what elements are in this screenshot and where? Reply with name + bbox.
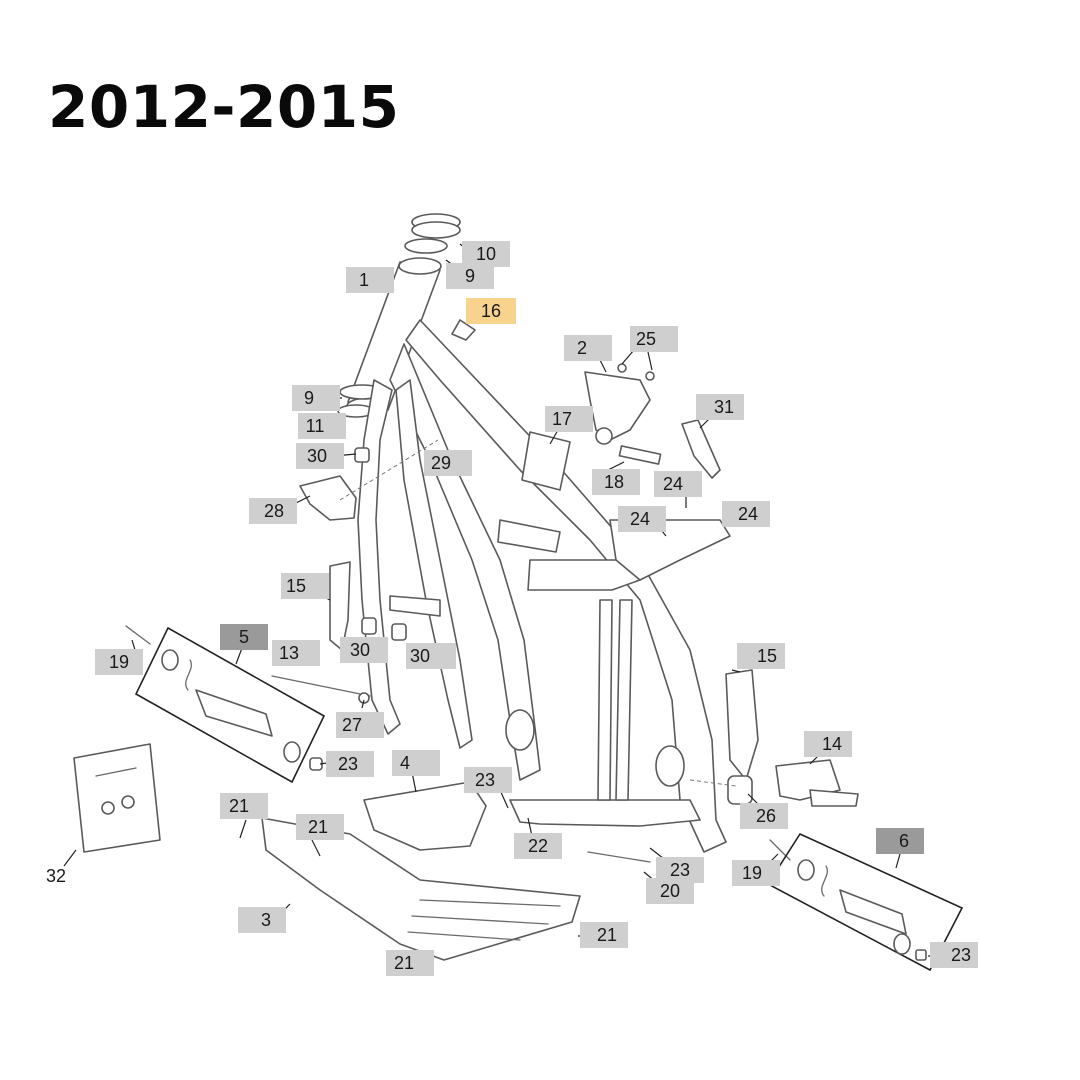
callout-25[interactable]: 25 bbox=[630, 326, 678, 352]
callout-21-c-text: 21 bbox=[597, 925, 617, 945]
callout-27[interactable]: 27 bbox=[336, 712, 384, 738]
callout-15-right-text: 15 bbox=[757, 646, 777, 666]
callout-9-top-text: 9 bbox=[465, 266, 475, 286]
footpeg-kit-left bbox=[134, 626, 326, 784]
callout-23-a-text: 23 bbox=[338, 754, 358, 774]
callout-20-text: 20 bbox=[660, 881, 680, 901]
callout-10-text: 10 bbox=[476, 244, 496, 264]
callout-23-b-text: 23 bbox=[475, 770, 495, 790]
callout-15-left-text: 15 bbox=[286, 576, 306, 596]
callout-31[interactable]: 31 bbox=[696, 394, 744, 420]
callout-26-text: 26 bbox=[756, 806, 776, 826]
callout-19-left[interactable]: 19 bbox=[95, 649, 143, 675]
callout-3-text: 3 bbox=[261, 910, 271, 930]
callout-21-b-text: 21 bbox=[308, 817, 328, 837]
callout-19-right-text: 19 bbox=[742, 863, 762, 883]
bearing-rings bbox=[337, 213, 461, 418]
callout-14-text: 14 bbox=[822, 734, 842, 754]
callout-1-text: 1 bbox=[359, 270, 369, 290]
callout-9-low[interactable]: 9 bbox=[292, 385, 340, 411]
small-hardware bbox=[125, 319, 927, 961]
callout-21-b[interactable]: 21 bbox=[296, 814, 344, 840]
callout-15-right[interactable]: 15 bbox=[737, 643, 785, 669]
callout-19-left-text: 19 bbox=[109, 652, 129, 672]
callout-24-c-text: 24 bbox=[738, 504, 758, 524]
callout-32[interactable]: 32 bbox=[46, 866, 66, 886]
callout-20[interactable]: 20 bbox=[646, 878, 694, 904]
callout-25-text: 25 bbox=[636, 329, 656, 349]
callout-6[interactable]: 6 bbox=[876, 828, 924, 854]
callout-17[interactable]: 17 bbox=[545, 406, 593, 432]
callout-30-mid-text: 30 bbox=[350, 640, 370, 660]
callout-23-c-text: 23 bbox=[670, 860, 690, 880]
callout-21-c[interactable]: 21 bbox=[580, 922, 628, 948]
callout-24-b[interactable]: 24 bbox=[618, 506, 666, 532]
callout-23-b[interactable]: 23 bbox=[464, 767, 512, 793]
callout-27-text: 27 bbox=[342, 715, 362, 735]
callout-5-text: 5 bbox=[239, 627, 249, 647]
callout-13-text: 13 bbox=[279, 643, 299, 663]
callout-4[interactable]: 4 bbox=[392, 750, 440, 776]
page-title: 2012-2015 bbox=[48, 73, 400, 141]
callout-9-top[interactable]: 9 bbox=[446, 263, 494, 289]
callout-18-text: 18 bbox=[604, 472, 624, 492]
callout-21-d-text: 21 bbox=[394, 953, 414, 973]
callout-23-d-text: 23 bbox=[951, 945, 971, 965]
callout-19-right[interactable]: 19 bbox=[732, 860, 780, 886]
callout-29[interactable]: 29 bbox=[424, 450, 472, 476]
callout-15-left[interactable]: 15 bbox=[281, 573, 329, 599]
callout-16-text: 16 bbox=[481, 301, 501, 321]
callout-30-top[interactable]: 30 bbox=[296, 443, 344, 469]
callout-21-d[interactable]: 21 bbox=[386, 950, 434, 976]
callout-4-text: 4 bbox=[400, 753, 410, 773]
callout-22[interactable]: 22 bbox=[514, 833, 562, 859]
callout-23-d[interactable]: 23 bbox=[930, 942, 978, 968]
callout-26[interactable]: 26 bbox=[740, 803, 788, 829]
callout-30-top-text: 30 bbox=[307, 446, 327, 466]
callout-17-text: 17 bbox=[552, 409, 572, 429]
callout-11[interactable]: 11 bbox=[298, 413, 346, 439]
callout-layer: 10 9 1 16 2 25 9 bbox=[46, 241, 978, 976]
callout-24-a-text: 24 bbox=[663, 474, 683, 494]
callout-24-a[interactable]: 24 bbox=[654, 471, 702, 497]
callout-6-text: 6 bbox=[899, 831, 909, 851]
callout-2-text: 2 bbox=[577, 338, 587, 358]
callout-21-a-text: 21 bbox=[229, 796, 249, 816]
callout-30-right[interactable]: 30 bbox=[406, 643, 456, 669]
callout-13[interactable]: 13 bbox=[272, 640, 320, 666]
parts-drawing bbox=[63, 213, 964, 972]
callout-22-text: 22 bbox=[528, 836, 548, 856]
callout-24-c[interactable]: 24 bbox=[722, 501, 770, 527]
callout-1[interactable]: 1 bbox=[346, 267, 394, 293]
callout-9-low-text: 9 bbox=[304, 388, 314, 408]
callout-21-a[interactable]: 21 bbox=[220, 793, 268, 819]
skid-plate bbox=[261, 817, 581, 961]
callout-23-a[interactable]: 23 bbox=[326, 751, 374, 777]
callout-28[interactable]: 28 bbox=[249, 498, 297, 524]
callout-24-b-text: 24 bbox=[630, 509, 650, 529]
callout-30-mid[interactable]: 30 bbox=[340, 637, 388, 663]
callout-10[interactable]: 10 bbox=[462, 241, 510, 267]
callout-29-text: 29 bbox=[431, 453, 451, 473]
upper-bracket-parts bbox=[521, 363, 721, 491]
callout-3[interactable]: 3 bbox=[238, 907, 286, 933]
callout-5[interactable]: 5 bbox=[220, 624, 268, 650]
callout-30-right-text: 30 bbox=[410, 646, 430, 666]
callout-16[interactable]: 16 bbox=[466, 298, 516, 324]
callout-11-text: 11 bbox=[306, 416, 325, 436]
callout-14[interactable]: 14 bbox=[804, 731, 852, 757]
callout-18[interactable]: 18 bbox=[592, 469, 640, 495]
sticker-pack bbox=[73, 743, 161, 853]
callout-31-text: 31 bbox=[714, 397, 734, 417]
callout-32-text: 32 bbox=[46, 866, 66, 886]
callout-28-text: 28 bbox=[264, 501, 284, 521]
callout-2[interactable]: 2 bbox=[564, 335, 612, 361]
